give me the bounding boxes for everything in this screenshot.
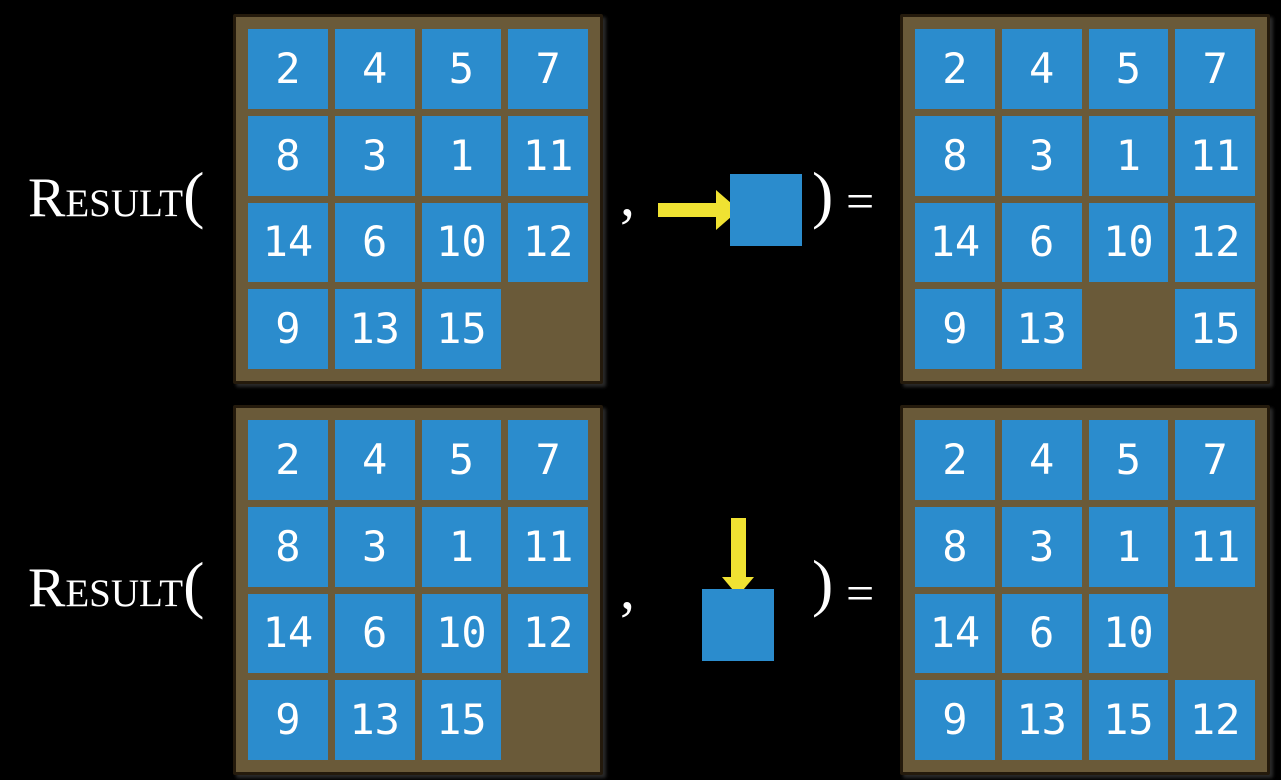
tile-7: 7 — [508, 420, 588, 500]
tile-15: 15 — [1088, 680, 1169, 760]
tile-15: 15 — [1175, 289, 1255, 369]
tile-11: 11 — [508, 506, 588, 587]
tile-11: 11 — [1175, 506, 1255, 587]
tile-5: 5 — [1088, 420, 1169, 500]
blank-tile-square — [702, 589, 774, 661]
down-arrow-shaft — [730, 518, 746, 577]
result-function-name: Result — [28, 557, 184, 619]
close-paren: ) — [812, 547, 834, 618]
equals-sign: = — [846, 173, 875, 229]
tile-4: 4 — [334, 29, 415, 109]
tile-9: 9 — [915, 289, 995, 369]
tile-15: 15 — [421, 680, 502, 760]
empty-cell — [508, 289, 588, 369]
close-paren: ) — [812, 159, 834, 230]
result-function-label: Result( — [28, 553, 204, 619]
tile-13: 13 — [334, 289, 415, 369]
open-paren: ( — [183, 159, 205, 230]
equals-sign: = — [846, 565, 875, 621]
tile-6: 6 — [1001, 593, 1082, 674]
tile-3: 3 — [334, 115, 415, 196]
tile-7: 7 — [508, 29, 588, 109]
tile-3: 3 — [334, 506, 415, 587]
tile-6: 6 — [334, 593, 415, 674]
tile-1: 1 — [421, 506, 502, 587]
tile-3: 3 — [1001, 506, 1082, 587]
right-arrow-shaft — [658, 203, 716, 217]
tile-9: 9 — [248, 289, 328, 369]
tile-8: 8 — [248, 506, 328, 587]
tile-8: 8 — [248, 115, 328, 196]
tile-12: 12 — [508, 593, 588, 674]
tile-11: 11 — [508, 115, 588, 196]
result-function-label: Result( — [28, 163, 204, 229]
tile-4: 4 — [1001, 29, 1082, 109]
comma-separator: , — [620, 162, 635, 228]
tile-9: 9 — [248, 680, 328, 760]
tile-2: 2 — [915, 420, 995, 500]
tile-13: 13 — [334, 680, 415, 760]
tile-1: 1 — [1088, 506, 1169, 587]
tile-5: 5 — [1088, 29, 1169, 109]
tile-6: 6 — [334, 202, 415, 283]
tile-4: 4 — [1001, 420, 1082, 500]
tile-10: 10 — [1088, 593, 1169, 674]
tile-15: 15 — [421, 289, 502, 369]
tile-12: 12 — [1175, 202, 1255, 283]
empty-cell — [1175, 594, 1255, 674]
tile-14: 14 — [248, 593, 328, 674]
empty-cell — [1089, 289, 1169, 369]
tile-12: 12 — [508, 202, 588, 283]
tile-10: 10 — [421, 202, 502, 283]
result-function-name: Result — [28, 167, 184, 229]
tile-12: 12 — [1175, 680, 1255, 760]
tile-7: 7 — [1175, 29, 1255, 109]
blank-tile-square — [730, 174, 802, 246]
tile-3: 3 — [1001, 115, 1082, 196]
open-paren: ( — [183, 549, 205, 620]
tile-14: 14 — [915, 202, 995, 283]
tile-13: 13 — [1001, 289, 1082, 369]
tile-1: 1 — [1088, 115, 1169, 196]
tile-14: 14 — [248, 202, 328, 283]
tile-8: 8 — [915, 115, 995, 196]
tile-2: 2 — [248, 420, 328, 500]
move-down-action-icon — [702, 518, 774, 661]
tile-10: 10 — [1088, 202, 1169, 283]
tile-8: 8 — [915, 506, 995, 587]
tile-7: 7 — [1175, 420, 1255, 500]
down-arrow-icon — [722, 518, 754, 596]
tile-11: 11 — [1175, 115, 1255, 196]
tile-4: 4 — [334, 420, 415, 500]
tile-13: 13 — [1001, 680, 1082, 760]
tile-2: 2 — [248, 29, 328, 109]
tile-14: 14 — [915, 593, 995, 674]
tile-2: 2 — [915, 29, 995, 109]
tile-9: 9 — [915, 680, 995, 760]
tile-5: 5 — [421, 29, 502, 109]
move-right-action-icon — [658, 174, 802, 246]
empty-cell — [508, 680, 588, 760]
tile-10: 10 — [421, 593, 502, 674]
comma-separator: , — [620, 555, 635, 621]
tile-1: 1 — [421, 115, 502, 196]
right-arrow-icon — [658, 190, 739, 230]
tile-5: 5 — [421, 420, 502, 500]
tile-6: 6 — [1001, 202, 1082, 283]
